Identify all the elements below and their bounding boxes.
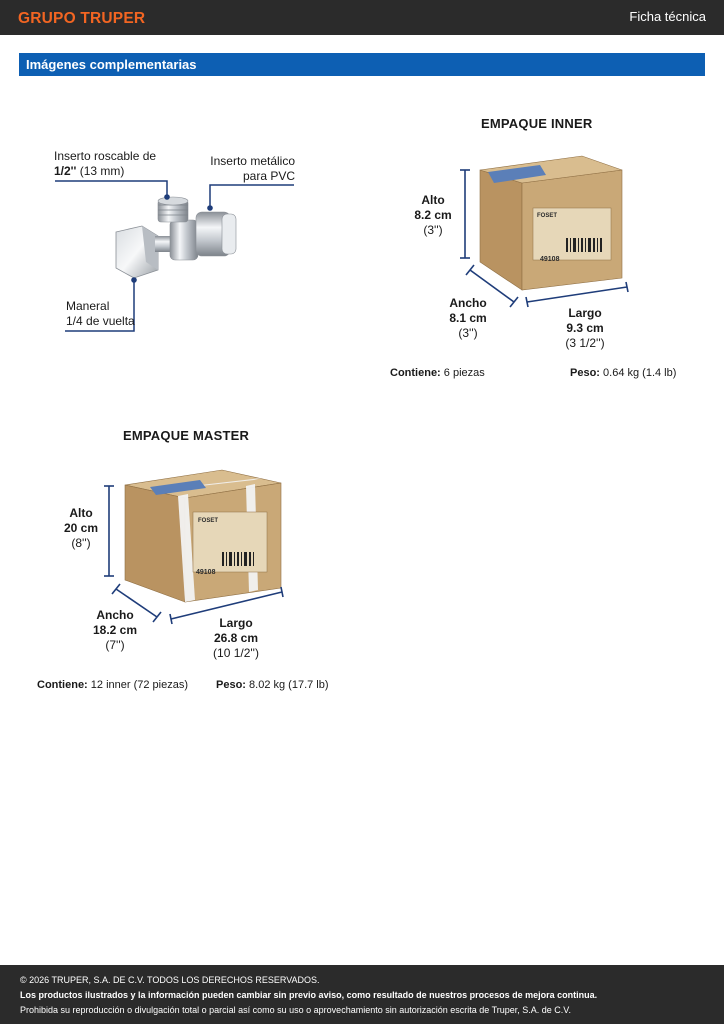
footer-copyright: © 2026 TRUPER, S.A. DE C.V. TODOS LOS DE… <box>20 975 320 985</box>
inner-contiene-label: Contiene: <box>390 367 441 379</box>
master-largo-label: Largo <box>219 616 253 630</box>
callout-thread-size: 1/2'' <box>54 164 77 178</box>
master-alto: Alto 20 cm (8'') <box>56 506 106 551</box>
page-header: GRUPO TRUPER Ficha técnica <box>0 0 724 35</box>
inner-box-barcode <box>566 238 602 252</box>
section-bar: Imágenes complementarias <box>19 53 705 76</box>
master-largo-inches: (10 1/2'') <box>213 646 259 660</box>
inner-box-code: 49108 <box>540 256 560 263</box>
inner-largo-inches: (3 1/2'') <box>565 336 605 350</box>
inner-peso: Peso: 0.64 kg (1.4 lb) <box>570 367 676 379</box>
inner-alto-value: 8.2 cm <box>414 208 452 222</box>
callout-line-thread <box>55 180 168 195</box>
master-ancho-inches: (7'') <box>105 638 125 652</box>
brand-logo: GRUPO TRUPER <box>18 10 146 27</box>
inner-peso-label: Peso: <box>570 367 600 379</box>
inner-pack-title: EMPAQUE INNER <box>481 116 593 131</box>
master-pack-title: EMPAQUE MASTER <box>123 428 250 443</box>
master-box-brand: FOSET <box>198 518 218 524</box>
master-peso-label: Peso: <box>216 679 246 691</box>
inner-contiene-value: 6 piezas <box>440 367 485 379</box>
callout-handle-line1: Maneral <box>66 299 110 313</box>
master-alto-inches: (8'') <box>71 536 91 550</box>
master-ancho: Ancho 18.2 cm (7'') <box>85 608 145 653</box>
callout-metal-line1: Inserto metálico <box>210 154 295 168</box>
inner-ancho: Ancho 8.1 cm (3'') <box>443 296 493 341</box>
inner-box-label <box>488 165 546 183</box>
inner-peso-value: 0.64 kg (1.4 lb) <box>599 367 677 379</box>
inner-largo-value: 9.3 cm <box>566 321 604 335</box>
callout-thread-line1: Inserto roscable de <box>54 149 157 163</box>
inner-largo: Largo 9.3 cm (3 1/2'') <box>555 306 615 351</box>
inner-ancho-value: 8.1 cm <box>449 311 487 325</box>
footer-prohibition: Prohibida su reproducción o divulgación … <box>20 1005 571 1015</box>
callout-thread: Inserto roscable de 1/2'' (13 mm) <box>54 149 156 179</box>
master-box-barcode <box>222 552 254 566</box>
master-ancho-line <box>115 588 158 618</box>
inner-contiene: Contiene: 6 piezas <box>390 367 485 379</box>
inner-alto-inches: (3'') <box>423 223 443 237</box>
master-alto-label: Alto <box>69 506 93 520</box>
master-largo-value: 26.8 cm <box>213 631 259 645</box>
footer-notice: Los productos ilustrados y la informació… <box>20 990 598 1000</box>
inner-largo-line <box>526 286 628 303</box>
master-ancho-label: Ancho <box>96 608 134 622</box>
callout-line-handle <box>65 282 135 332</box>
master-peso: Peso: 8.02 kg (17.7 lb) <box>216 679 329 691</box>
master-contiene-value: 12 inner (72 piezas) <box>87 679 189 691</box>
inner-ancho-label: Ancho <box>449 296 487 310</box>
master-largo: Largo 26.8 cm (10 1/2'') <box>201 616 271 661</box>
master-contiene-label: Contiene: <box>37 679 88 691</box>
master-peso-value: 8.02 kg (17.7 lb) <box>245 679 329 691</box>
callout-metal-line2: para PVC <box>242 169 295 183</box>
document-type: Ficha técnica <box>629 9 706 24</box>
section-title: Imágenes complementarias <box>26 57 197 72</box>
inner-box-brand: FOSET <box>537 213 557 219</box>
master-box-code: 49108 <box>196 569 216 576</box>
inner-alto: Alto 8.2 cm (3'') <box>408 193 458 238</box>
page-footer: © 2026 TRUPER, S.A. DE C.V. TODOS LOS DE… <box>0 965 724 1024</box>
master-box-label <box>150 480 206 495</box>
angle-valve-illustration <box>55 180 294 332</box>
master-contiene: Contiene: 12 inner (72 piezas) <box>37 679 188 691</box>
master-largo-line <box>170 591 283 620</box>
inner-ancho-inches: (3'') <box>458 326 478 340</box>
callout-thread-mm: (13 mm) <box>76 164 125 178</box>
callout-handle: Maneral 1/4 de vuelta <box>66 299 135 329</box>
callout-line-metal <box>209 184 294 206</box>
master-ancho-value: 18.2 cm <box>92 623 138 637</box>
inner-ancho-line <box>469 269 515 303</box>
master-box-illustration: FOSET 49108 <box>104 469 284 625</box>
inner-box-illustration: FOSET 49108 <box>460 155 629 308</box>
inner-alto-label: Alto <box>421 193 445 207</box>
callout-handle-line2: 1/4 de vuelta <box>66 314 135 328</box>
callout-metal: Inserto metálico para PVC <box>194 154 295 184</box>
inner-largo-label: Largo <box>568 306 602 320</box>
master-alto-value: 20 cm <box>63 521 99 535</box>
master-box-strap-left <box>178 494 195 602</box>
